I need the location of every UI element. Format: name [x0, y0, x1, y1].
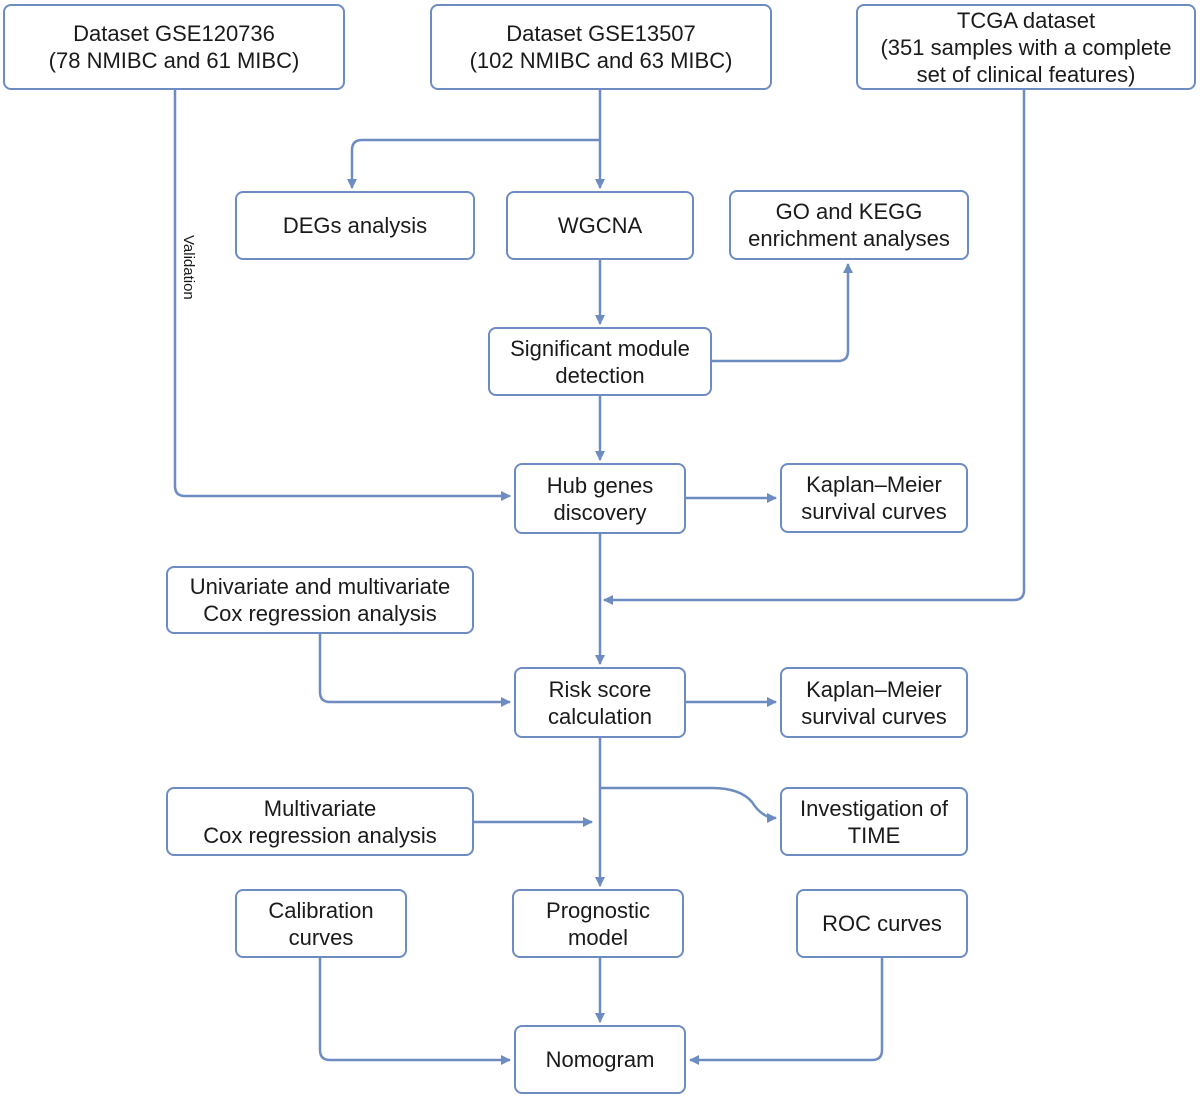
node-dataset-gse120736: Dataset GSE120736 (78 NMIBC and 61 MIBC): [3, 4, 345, 90]
node-univariate-multivariate-cox-text: Univariate and multivariate Cox regressi…: [189, 574, 451, 626]
node-investigation-time-text: Investigation of TIME: [800, 795, 948, 848]
node-kaplan-meier-2-text: Kaplan–Meier survival curves: [801, 676, 947, 729]
node-prognostic-model: Prognostic model: [512, 889, 684, 958]
node-dataset-gse13507: Dataset GSE13507 (102 NMIBC and 63 MIBC): [430, 4, 772, 90]
node-calibration-curves-text: Calibration curves: [268, 897, 374, 950]
node-roc-curves-text: ROC curves: [822, 911, 942, 936]
edge-unicox-to-risk: [318, 634, 511, 707]
edge-tcga-join: [603, 90, 1026, 605]
node-dataset-gse13507-text: Dataset GSE13507 (102 NMIBC and 63 MIBC): [469, 21, 733, 73]
node-degs-analysis-text: DEGs analysis: [282, 213, 428, 238]
node-hub-genes-text: Hub genes discovery: [546, 472, 654, 525]
node-univariate-multivariate-cox: Univariate and multivariate Cox regressi…: [166, 566, 474, 634]
node-wgcna: WGCNA: [506, 191, 694, 260]
node-investigation-time: Investigation of TIME: [780, 787, 968, 856]
node-nomogram: Nomogram: [514, 1025, 686, 1094]
edge-roc-to-nomogram: [689, 958, 884, 1065]
node-kaplan-meier-1: Kaplan–Meier survival curves: [780, 463, 968, 533]
node-wgcna-text: WGCNA: [557, 213, 643, 238]
node-risk-score: Risk score calculation: [514, 667, 686, 738]
node-degs-analysis: DEGs analysis: [235, 191, 475, 260]
node-roc-curves: ROC curves: [796, 889, 968, 958]
validation-label: Validation: [180, 235, 197, 300]
node-tcga-dataset-text: TCGA dataset (351 samples with a complet…: [880, 7, 1172, 87]
node-tcga-dataset: TCGA dataset (351 samples with a complet…: [856, 4, 1196, 90]
node-kaplan-meier-2: Kaplan–Meier survival curves: [780, 667, 968, 738]
node-go-kegg: GO and KEGG enrichment analyses: [729, 190, 969, 260]
node-significant-module-text: Significant module detection: [510, 335, 690, 388]
edge-module-to-go-kegg: [712, 263, 853, 363]
node-hub-genes: Hub genes discovery: [514, 463, 686, 534]
node-nomogram-text: Nomogram: [545, 1047, 655, 1072]
edge-calibration-to-nomogram: [318, 958, 511, 1065]
node-risk-score-text: Risk score calculation: [548, 676, 652, 729]
node-dataset-gse120736-text: Dataset GSE120736 (78 NMIBC and 61 MIBC): [48, 21, 300, 73]
edge-gse13507-to-degs: [347, 138, 600, 189]
node-significant-module: Significant module detection: [488, 327, 712, 396]
node-calibration-curves: Calibration curves: [235, 889, 407, 958]
edge-risk-to-time: [600, 786, 777, 823]
node-go-kegg-text: GO and KEGG enrichment analyses: [748, 199, 950, 251]
edge-gse120736-validation: [173, 90, 511, 501]
node-prognostic-model-text: Prognostic model: [546, 897, 650, 950]
node-multivariate-cox-text: Multivariate Cox regression analysis: [203, 795, 437, 848]
validation-label-text: Validation: [180, 235, 197, 300]
node-kaplan-meier-1-text: Kaplan–Meier survival curves: [801, 472, 947, 524]
node-multivariate-cox: Multivariate Cox regression analysis: [166, 787, 474, 856]
